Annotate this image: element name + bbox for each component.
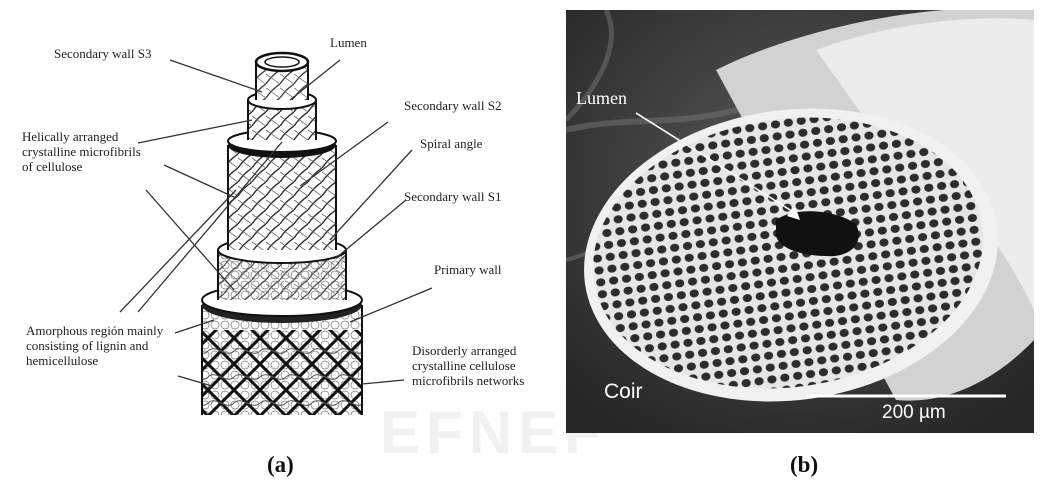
label-secondary-wall-s3: Secondary wall S3	[54, 46, 151, 61]
label-secondary-wall-s1: Secondary wall S1	[404, 189, 501, 204]
label-primary-wall: Primary wall	[434, 262, 502, 277]
caption-b: (b)	[790, 452, 818, 478]
fiber-structure-diagram: Secondary wall S3 Lumen Secondary wall S…	[0, 0, 560, 483]
scale-bar-label: 200 µm	[882, 402, 946, 424]
sample-label-coir: Coir	[604, 380, 643, 404]
fiber-layers-drawing	[0, 0, 560, 483]
label-helical-microfibrils: Helically arranged crystalline microfibr…	[22, 129, 141, 174]
sem-micrograph: Lumen Coir 200 µm	[566, 10, 1034, 433]
label-secondary-wall-s2: Secondary wall S2	[404, 98, 501, 113]
label-amorphous-region: Amorphous región mainly consisting of li…	[26, 323, 163, 368]
label-lumen: Lumen	[330, 35, 367, 50]
label-spiral-angle: Spiral angle	[420, 136, 482, 151]
sem-lumen-label: Lumen	[576, 88, 627, 109]
caption-a: (a)	[267, 452, 294, 478]
coir-cross-section-image	[566, 10, 1034, 433]
label-disorderly-networks: Disorderly arranged crystalline cellulos…	[412, 343, 524, 388]
